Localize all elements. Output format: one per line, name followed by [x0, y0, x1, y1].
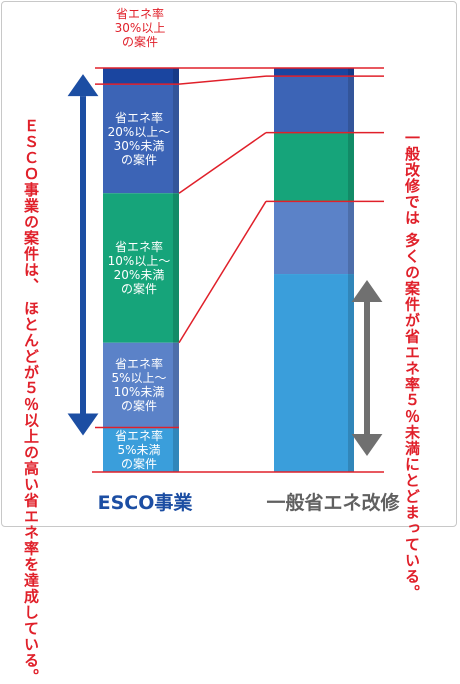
general-segment-20-30 [274, 76, 354, 133]
esco-range-arrow-head-bottom [67, 413, 99, 436]
esco-segment-20-30 [103, 84, 179, 194]
esco-bar [103, 68, 179, 472]
esco-segment-shade-20-30 [173, 84, 179, 194]
general-segment-lt5 [274, 274, 354, 472]
esco-segment-shade-lt5 [173, 427, 179, 472]
esco-segment-shade-ge30 [173, 68, 179, 85]
esco-segment-shade-10-20 [173, 193, 179, 343]
connector-boundary-2 [178, 132, 267, 194]
general-segment-shade-20-30 [348, 76, 354, 133]
connector-lines [92, 67, 384, 473]
connector-boundary-1 [178, 75, 267, 85]
esco-segment-10-20 [103, 193, 179, 343]
segment-label-5-10: 省エネ率 5%以上～ 10%未満 の案件 [111, 357, 167, 414]
general-segment-shade-ge30 [348, 68, 354, 77]
general-segment-shade-10-20 [348, 132, 354, 202]
general-segment-5-10 [274, 201, 354, 275]
diagram-frame [1, 1, 457, 527]
segment-label-10-20: 省エネ率 10%以上～ 20%未満 の案件 [107, 239, 171, 296]
esco-segment-shade-5-10 [173, 342, 179, 428]
top-segment-label: 省エネ率 30%以上 の案件 [114, 7, 166, 49]
general-note-vertical: 一般改修では 多くの案件が省エネ率５％未満にとどまっている。 [403, 130, 421, 601]
general-segment-10-20 [274, 132, 354, 202]
esco-note-vertical: ＥＳＣＯ事業の案件は、 ほとんどが５％以上の高い省エネ率を達成している。 [22, 118, 40, 684]
segment-label-lt5: 省エネ率 5%未満 の案件 [114, 428, 163, 471]
arrows [67, 74, 383, 456]
connector-boundary-3 [178, 200, 267, 344]
diagram-canvas [67, 67, 384, 473]
general-bar [274, 68, 354, 472]
general-range-arrow-head-bottom [351, 434, 383, 456]
general-bar-label: 一般省エネ改修 [266, 492, 400, 514]
esco-segment-lt5 [103, 427, 179, 472]
esco-segment-ge30 [103, 68, 179, 85]
segment-label-20-30: 省エネ率 20%以上～ 30%未満 の案件 [107, 110, 171, 167]
general-segment-shade-lt5 [348, 274, 354, 472]
esco-range-arrow-head-top [67, 74, 99, 97]
general-range-arrow-head-top [351, 280, 383, 303]
esco-segment-5-10 [103, 342, 179, 428]
esco-bar-label: ESCO事業 [97, 492, 193, 514]
general-segment-shade-5-10 [348, 201, 354, 275]
general-segment-ge30 [274, 68, 354, 77]
